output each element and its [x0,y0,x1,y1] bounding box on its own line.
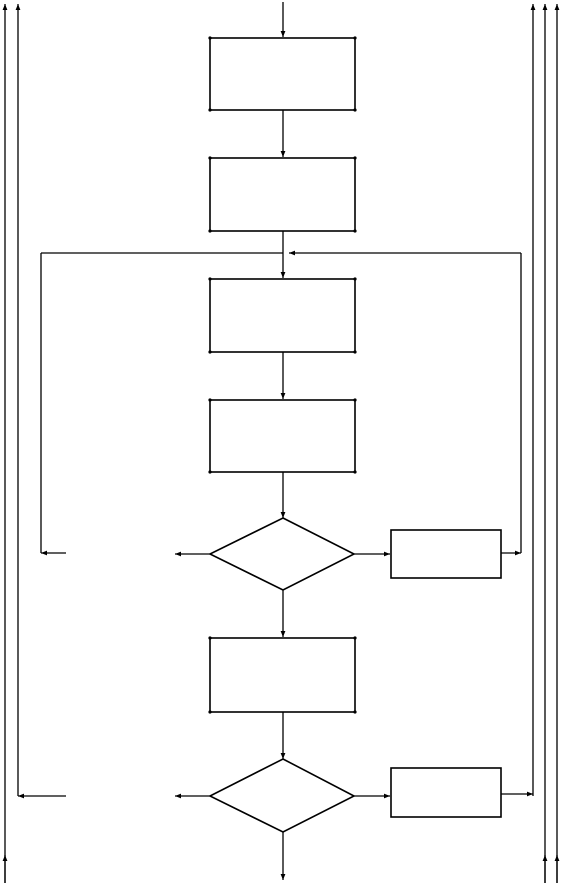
process-box-step-3 [209,278,356,353]
process-box-step-4 [209,399,356,473]
process-box-step-5 [209,637,356,713]
side-box-2 [390,767,502,818]
side-box-1 [390,529,502,579]
process-box-step-1 [209,37,356,111]
process-box-step-2 [209,157,356,232]
decision-diamond-2 [208,758,356,833]
corner-dots [208,36,357,714]
decision-diamond-1 [208,517,356,591]
